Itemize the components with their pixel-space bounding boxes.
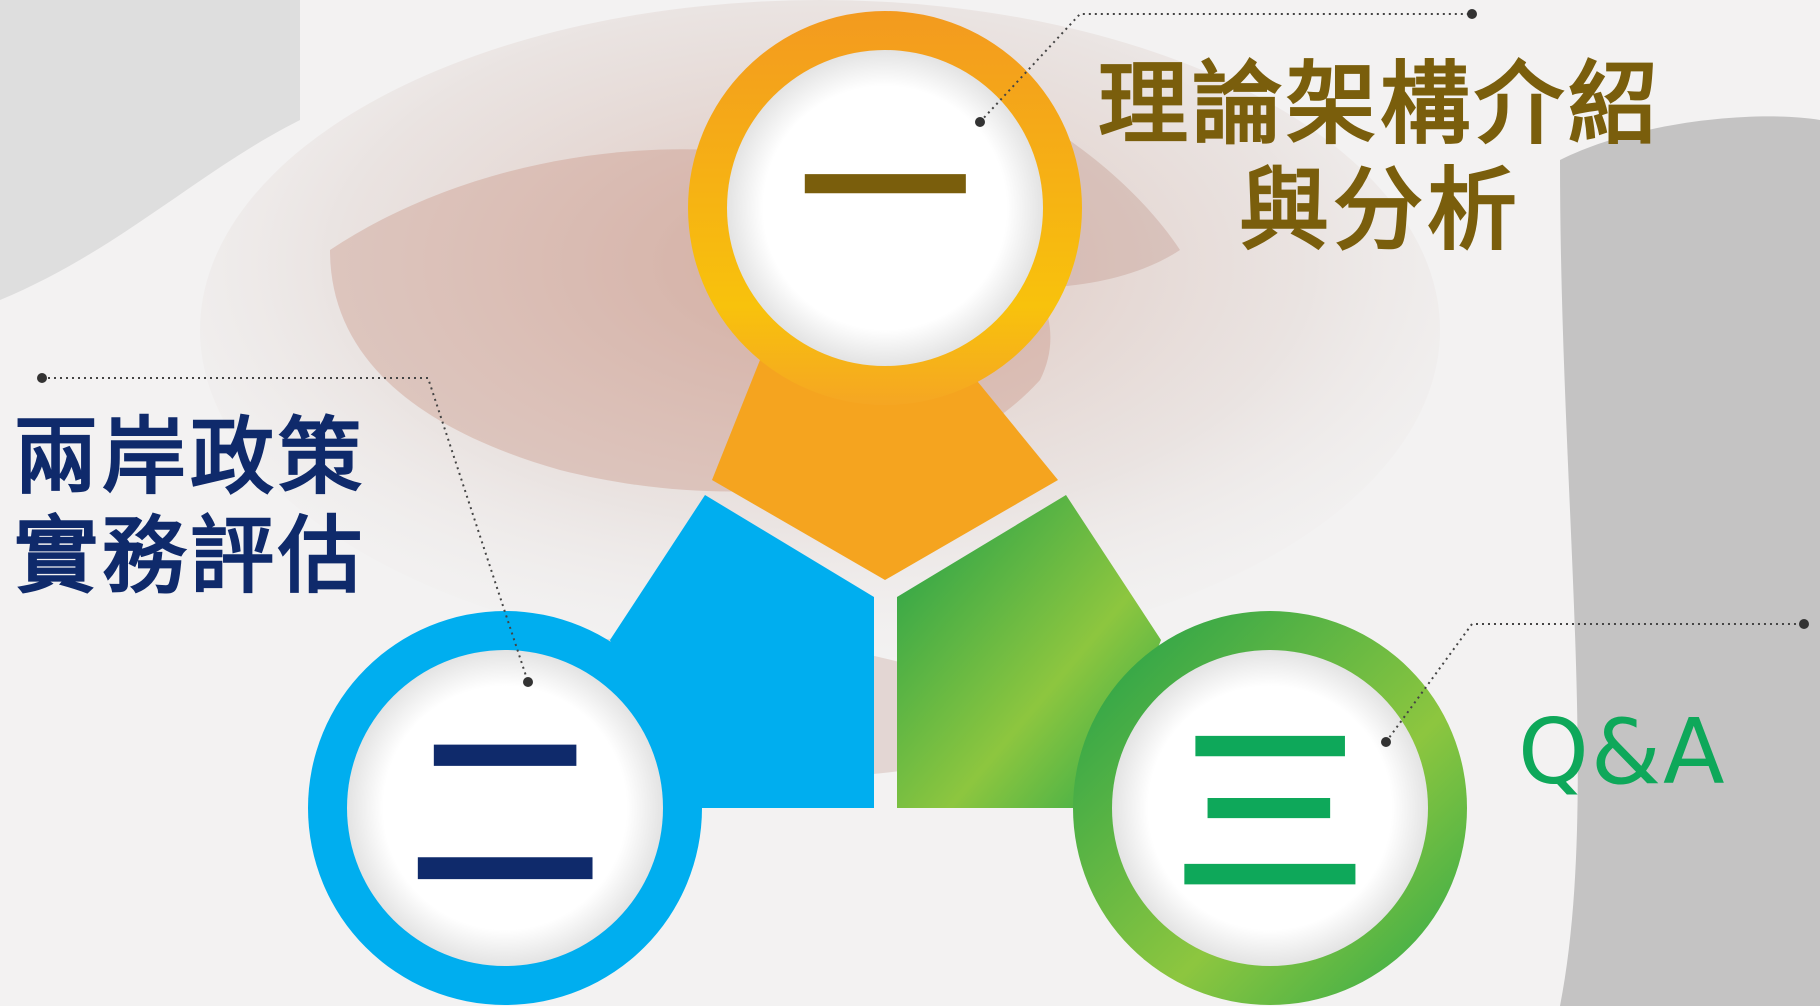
leader-dot-1b xyxy=(1467,9,1477,19)
step-1-label: 理論架構介紹 與分析 xyxy=(1098,52,1662,264)
numeral-1: 一 xyxy=(800,93,970,291)
step-2-circle xyxy=(308,611,702,1005)
leader-line-2 xyxy=(42,377,529,683)
step-1-label-line-2: 與分析 xyxy=(1239,158,1521,264)
orange-connector-shape xyxy=(712,360,1058,580)
step-3-circle xyxy=(1073,611,1467,1005)
step-1-label-line-1: 理論架構介紹 xyxy=(1098,52,1662,157)
leader-dot-2a xyxy=(37,373,47,383)
step-3-label: Q&A xyxy=(1518,700,1727,806)
step-3-label-line-1: Q&A xyxy=(1518,700,1727,805)
step-2-label-line-2: 實務評估 xyxy=(14,507,367,606)
step-2-label-line-1: 兩岸政策 xyxy=(14,408,367,506)
numeral-3: 三 xyxy=(1175,704,1365,925)
step-1-circle xyxy=(688,11,1082,405)
leader-dot-1a xyxy=(975,117,985,127)
leader-dot-3a xyxy=(1381,737,1391,747)
leader-line-3 xyxy=(1385,623,1804,743)
leader-dot-2b xyxy=(523,677,533,687)
leader-line-1 xyxy=(979,13,1472,123)
numeral-2: 二 xyxy=(410,704,600,925)
step-2-label: 兩岸政策 實務評估 xyxy=(14,408,366,606)
leader-dot-3b xyxy=(1799,619,1809,629)
